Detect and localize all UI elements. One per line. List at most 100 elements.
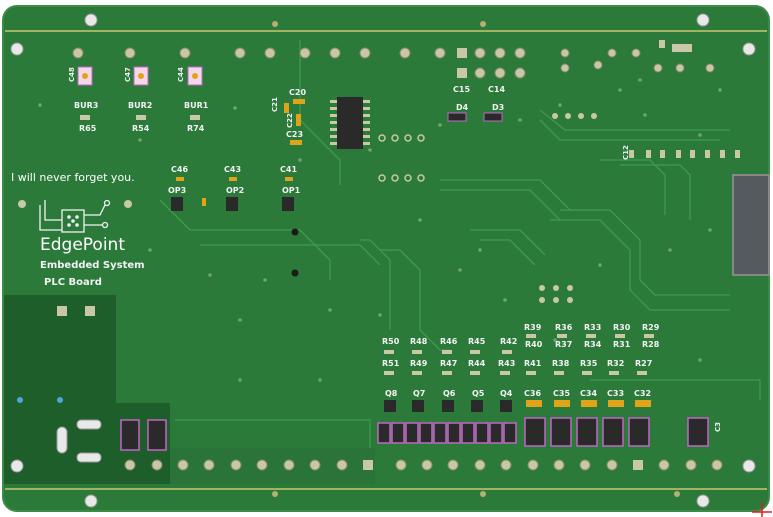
label-r28: R28	[642, 340, 660, 349]
label-r33: R33	[584, 323, 601, 332]
right-small-parts	[629, 150, 740, 158]
label-r38: R38	[552, 359, 570, 368]
hole-left	[18, 200, 26, 208]
label-c46: C46	[171, 165, 188, 174]
diode-row	[120, 417, 709, 451]
square-pad	[85, 306, 95, 316]
label-r44: R44	[468, 359, 486, 368]
label-bur2: BUR2	[128, 101, 152, 110]
label-q8: Q8	[385, 389, 398, 398]
square-pad	[457, 68, 467, 78]
label-c33: C33	[607, 389, 624, 398]
label-r45: R45	[468, 337, 486, 346]
ic-soic	[337, 97, 363, 149]
label-bur3: BUR3	[74, 101, 98, 110]
label-r27: R27	[635, 359, 652, 368]
caps-amber	[526, 400, 651, 407]
label-r42: R42	[500, 337, 517, 346]
ic-pins	[330, 100, 370, 145]
pads-row	[552, 113, 597, 119]
label-bur1: BUR1	[184, 101, 209, 110]
label-c14: C14	[488, 85, 505, 94]
label-c15: C15	[453, 85, 470, 94]
label-d3: D3	[492, 103, 504, 112]
led-pad	[57, 397, 63, 403]
square-pad	[457, 48, 467, 58]
smd-caps	[284, 99, 305, 145]
label-r39: R39	[524, 323, 542, 332]
edgepoint-logo-dots	[67, 215, 79, 227]
square-pad	[57, 306, 67, 316]
edgepoint-logo-icon	[39, 199, 111, 233]
label-r34: R34	[584, 340, 602, 349]
label-c12: C12	[622, 145, 630, 160]
square-pad	[633, 460, 643, 470]
smd-resistor	[136, 115, 146, 120]
label-r48: R48	[410, 337, 428, 346]
bur-components	[77, 66, 203, 86]
label-r74: R74	[187, 124, 205, 133]
label-op2: OP2	[226, 186, 244, 195]
label-r29: R29	[642, 323, 660, 332]
header-small	[378, 134, 425, 182]
square-pad	[363, 460, 373, 470]
opamps	[171, 197, 294, 211]
label-c36: C36	[524, 389, 541, 398]
label-op3: OP3	[168, 186, 186, 195]
smd-resistor	[80, 115, 90, 120]
square-pad	[672, 44, 692, 52]
vias	[38, 78, 722, 382]
side-connector[interactable]	[732, 174, 770, 276]
label-r50: R50	[382, 337, 400, 346]
smd-resistor	[190, 115, 200, 120]
label-r32: R32	[607, 359, 624, 368]
label-r51: R51	[382, 359, 400, 368]
label-r47: R47	[440, 359, 457, 368]
label-op1: OP1	[282, 186, 301, 195]
label-r43: R43	[498, 359, 515, 368]
label-q4: Q4	[500, 389, 513, 398]
motto-text: I will never forget you.	[11, 171, 135, 184]
mid-header	[539, 285, 573, 303]
label-r65: R65	[79, 124, 97, 133]
label-q6: Q6	[443, 389, 456, 398]
label-r35: R35	[580, 359, 598, 368]
label-c35: C35	[553, 389, 570, 398]
label-r36: R36	[555, 323, 573, 332]
subtitle-line2: PLC Board	[44, 277, 102, 288]
slot-hole	[76, 452, 102, 463]
label-r41: R41	[524, 359, 542, 368]
label-c22: C22	[286, 113, 294, 128]
diode-d4	[447, 112, 467, 122]
opamp-caps	[176, 177, 293, 206]
label-q5: Q5	[472, 389, 485, 398]
label-c23: C23	[286, 130, 303, 139]
hole-left	[124, 200, 132, 208]
label-c21: C21	[271, 97, 279, 112]
label-c43: C43	[224, 165, 241, 174]
slot-hole	[76, 419, 102, 430]
slot-hole	[56, 426, 68, 454]
label-r31: R31	[613, 340, 631, 349]
origin-marker-icon	[752, 503, 772, 517]
bottom-terminal-holes	[124, 459, 723, 471]
label-r46: R46	[440, 337, 458, 346]
logo-wordmark: EdgePoint	[40, 235, 125, 255]
led-pad	[17, 397, 23, 403]
mounting-holes	[10, 13, 756, 508]
label-c20: C20	[289, 88, 306, 97]
label-c44: C44	[177, 67, 185, 82]
label-c48: C48	[68, 67, 76, 82]
label-r30: R30	[613, 323, 631, 332]
label-c47: C47	[124, 67, 132, 82]
via-large	[291, 228, 299, 236]
label-r37: R37	[555, 340, 572, 349]
label-r49: R49	[410, 359, 428, 368]
label-q7: Q7	[413, 389, 425, 398]
label-r54: R54	[132, 124, 150, 133]
label-c3: C3	[714, 422, 722, 432]
label-r40: R40	[525, 340, 543, 349]
label-d4: D4	[456, 103, 469, 112]
label-c34: C34	[580, 389, 597, 398]
